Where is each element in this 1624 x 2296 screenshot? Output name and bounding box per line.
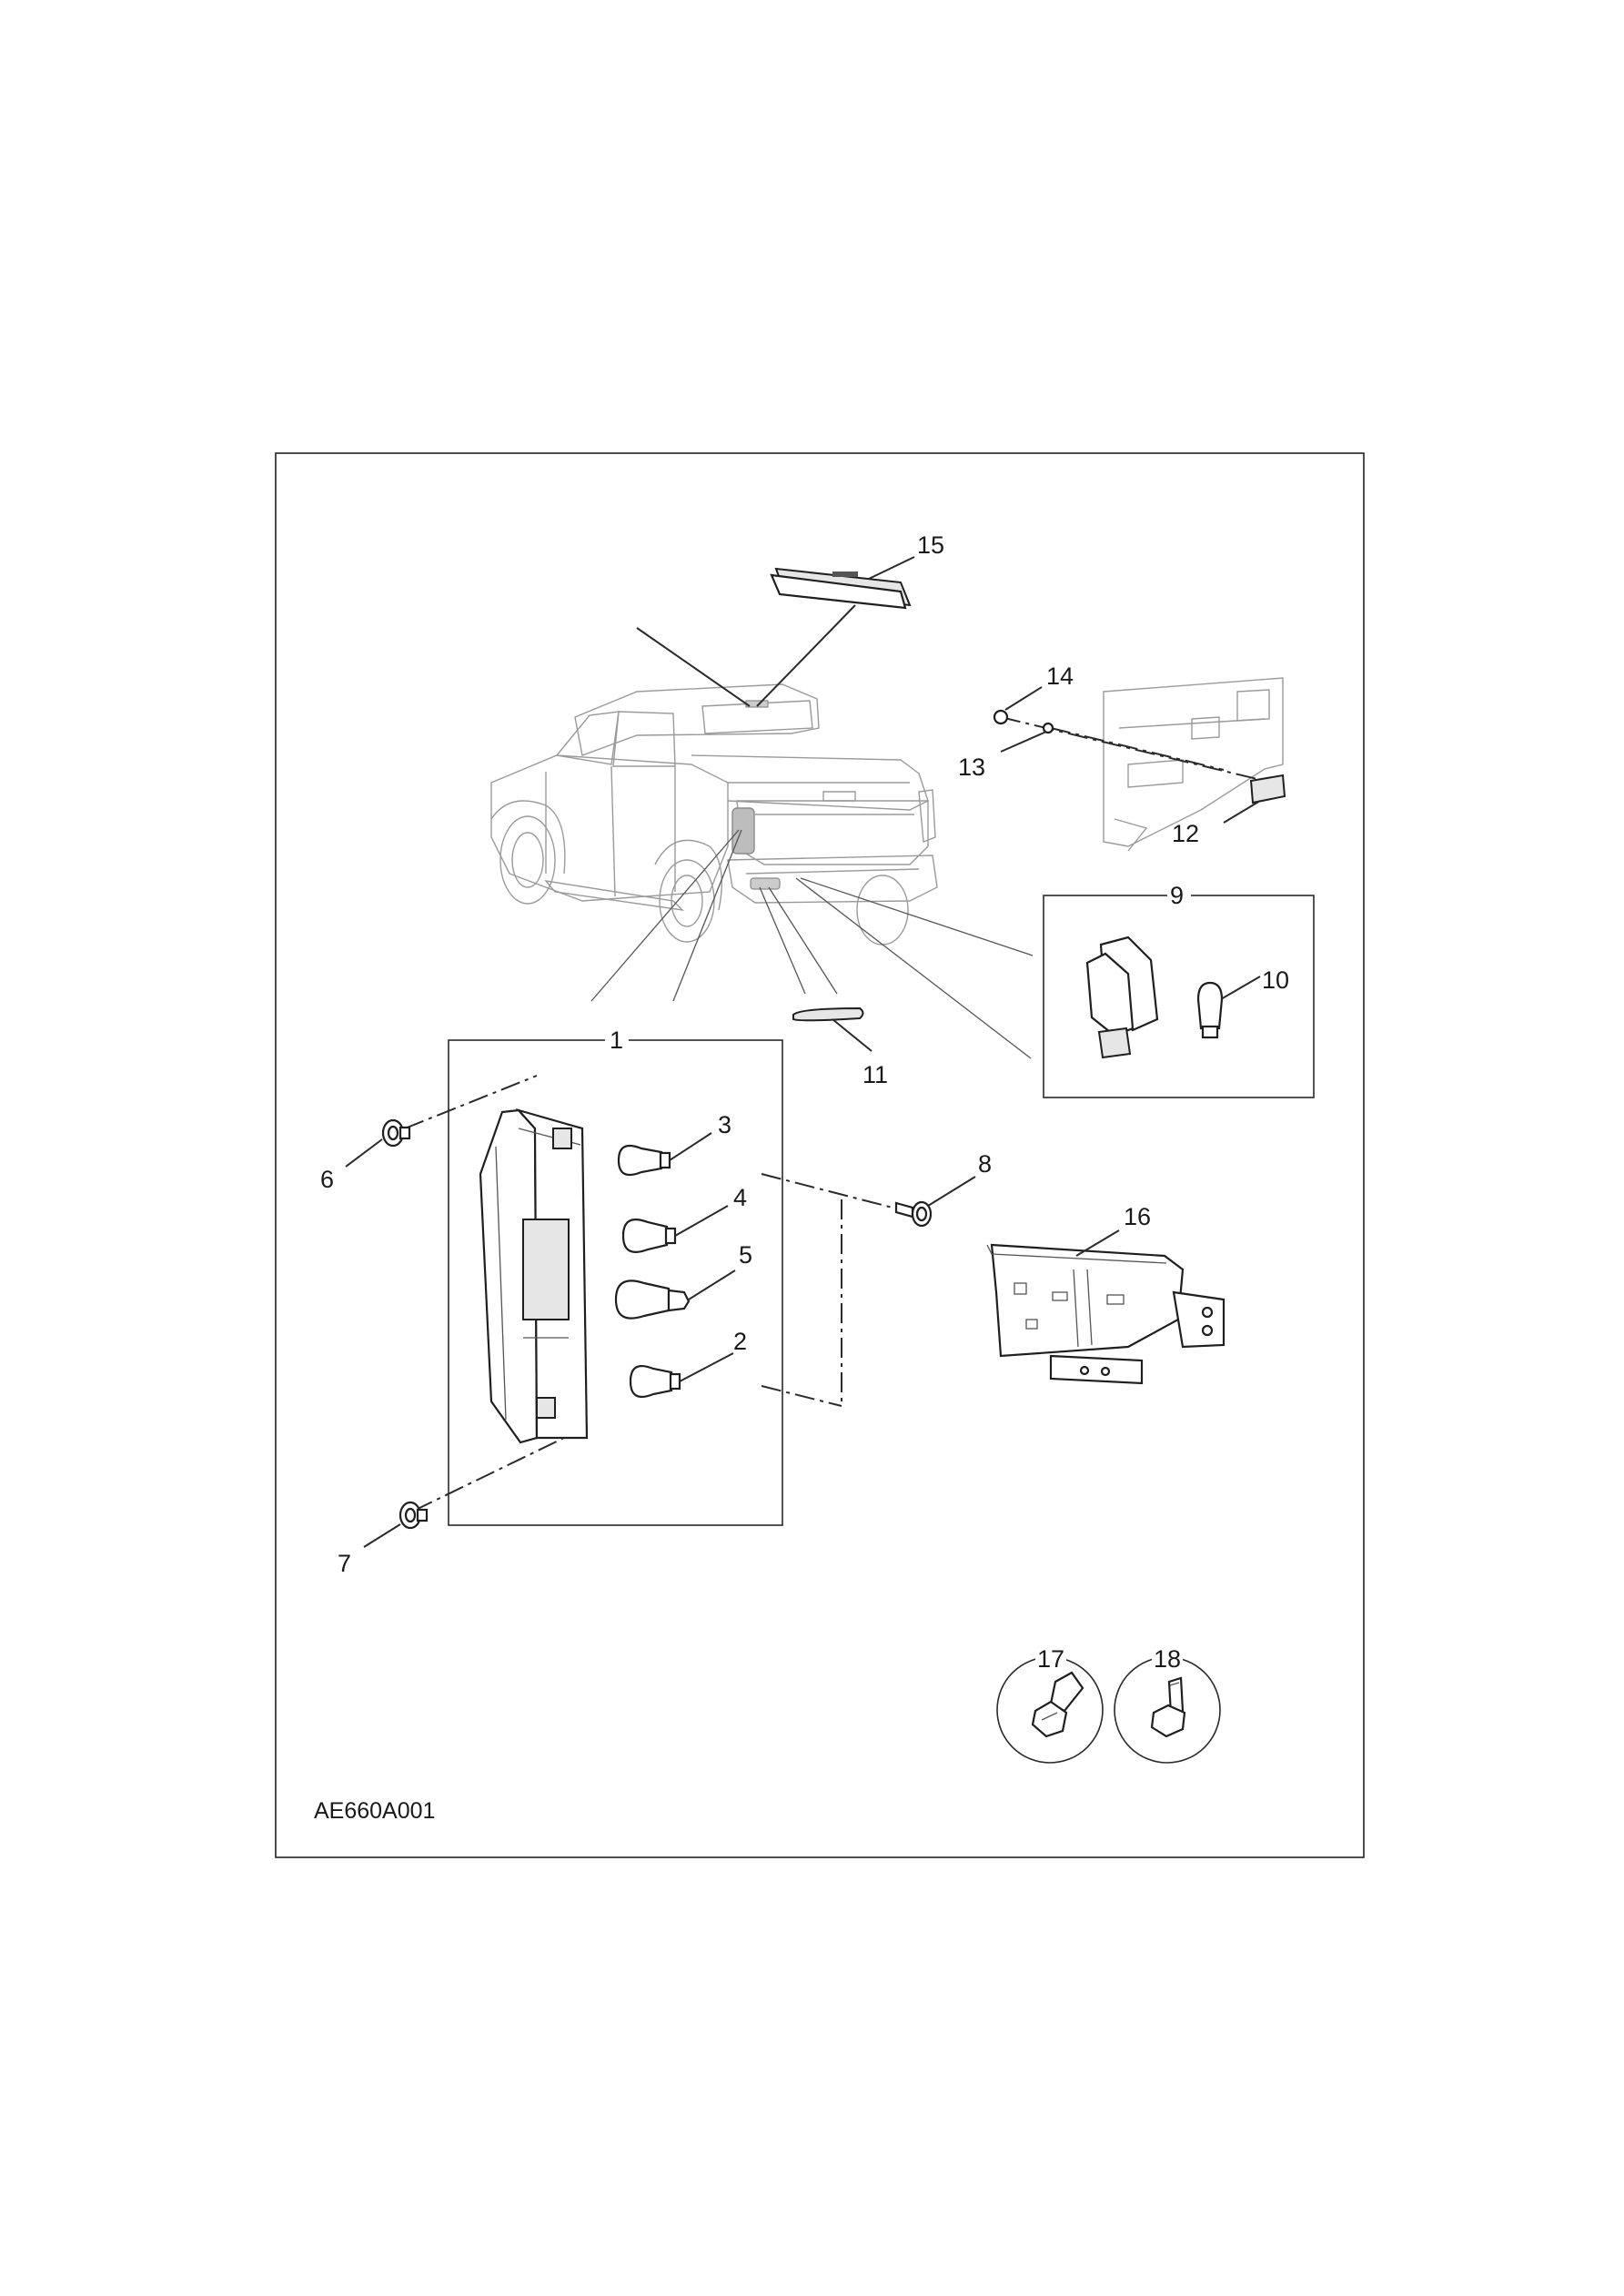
rear-bumper-section — [1103, 677, 1284, 852]
part-15-high-mount-stop-lamp — [770, 567, 912, 610]
callout-13: 13 — [958, 754, 985, 781]
part-4-bulb — [621, 1219, 677, 1253]
part-6-nut — [381, 1118, 411, 1148]
part-13-nut — [1042, 722, 1054, 734]
part-8-screw — [894, 1200, 933, 1228]
part-16-lamp-bracket — [986, 1243, 1226, 1385]
callout-2: 2 — [733, 1328, 747, 1355]
part-18-bolt — [1150, 1676, 1186, 1738]
callout-12: 12 — [1172, 820, 1199, 847]
callout-1: 1 — [610, 1027, 623, 1054]
callout-5: 5 — [739, 1241, 752, 1269]
part-2-bulb — [629, 1365, 681, 1398]
pickup-truck-illustration — [490, 683, 938, 946]
callout-16: 16 — [1124, 1203, 1151, 1230]
callout-18: 18 — [1154, 1645, 1181, 1673]
part-12-license-plate-lamp — [1249, 774, 1286, 804]
callout-11: 11 — [862, 1061, 888, 1088]
diagram-frame — [275, 452, 1365, 1858]
part-11-lamp-strip — [792, 1006, 864, 1022]
part-9-lamp-housing — [1085, 936, 1159, 1059]
callout-6: 6 — [320, 1166, 334, 1193]
callout-9: 9 — [1170, 882, 1184, 909]
callout-17: 17 — [1037, 1645, 1064, 1673]
callout-7: 7 — [338, 1550, 351, 1577]
figure-code: AE660A001 — [314, 1798, 435, 1824]
part-10-bulb — [1196, 981, 1224, 1039]
callout-3: 3 — [718, 1111, 731, 1138]
callout-14: 14 — [1046, 663, 1074, 690]
part-7-nut — [398, 1501, 429, 1530]
callout-15: 15 — [917, 531, 944, 559]
part-1-rear-combination-lamp — [479, 1108, 589, 1444]
callout-4: 4 — [733, 1184, 747, 1211]
part-14-screw — [993, 709, 1009, 725]
part-17-bolt — [1031, 1671, 1084, 1738]
callout-10: 10 — [1262, 966, 1289, 994]
part-3-bulb — [617, 1144, 671, 1177]
part-9-group-box — [1043, 895, 1315, 1098]
part-5-bulb — [614, 1279, 691, 1320]
callout-8: 8 — [978, 1150, 992, 1178]
